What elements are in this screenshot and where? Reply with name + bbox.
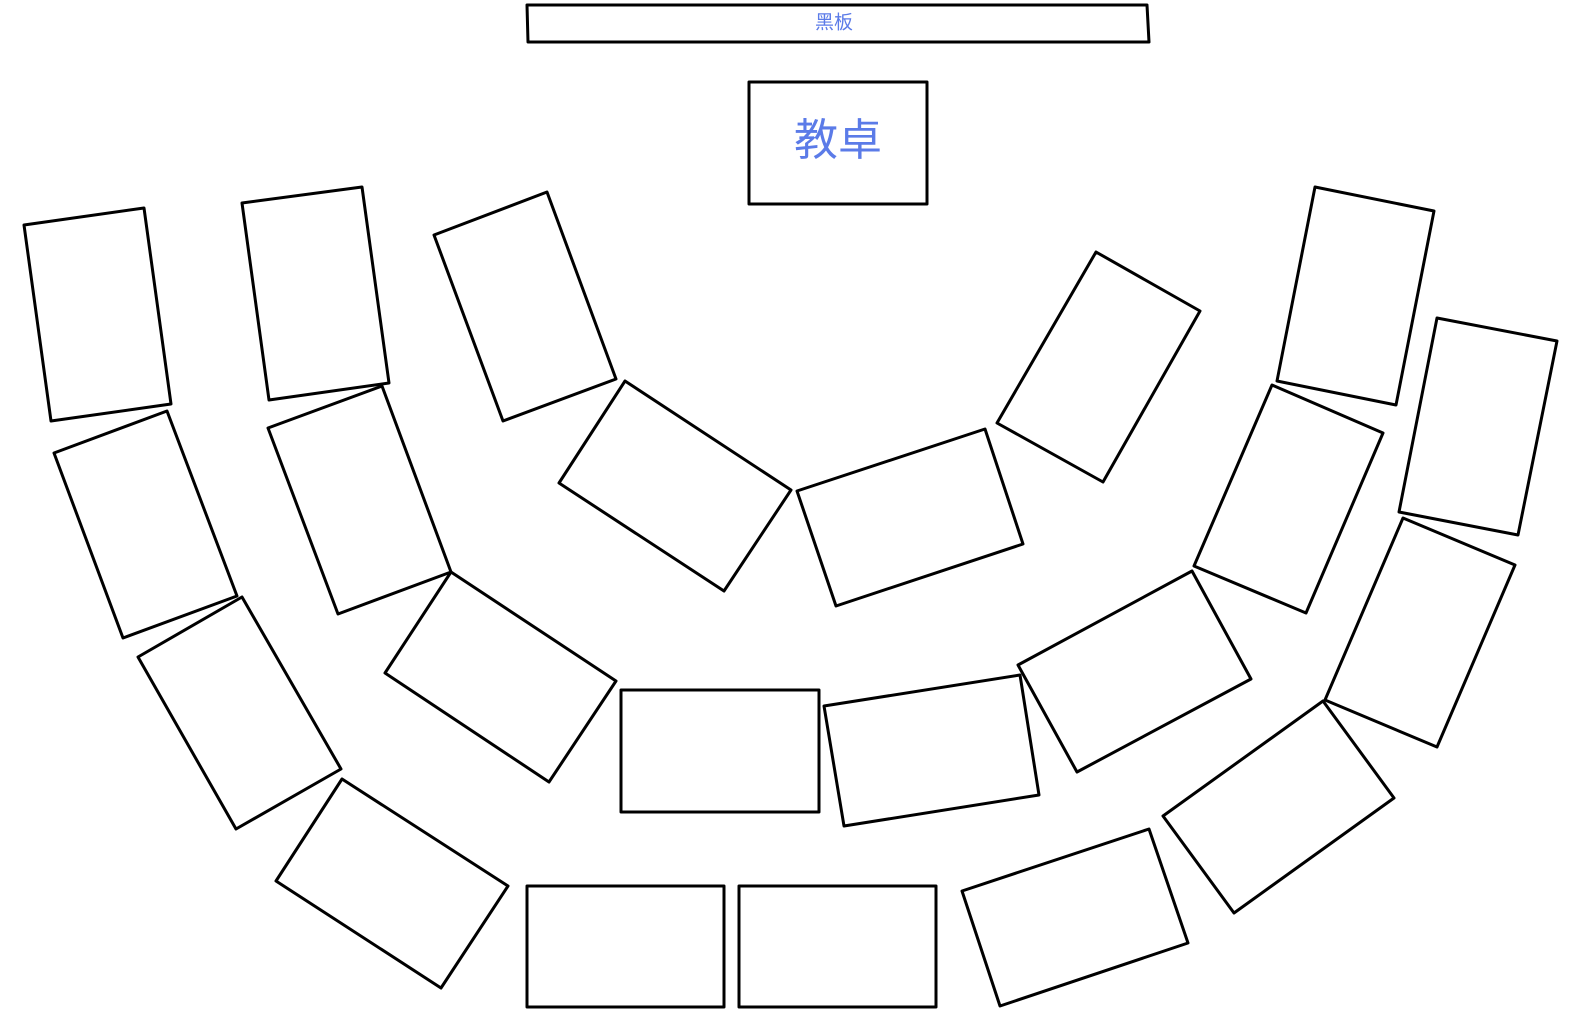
desk xyxy=(795,427,1025,608)
desk xyxy=(1275,185,1436,407)
desk xyxy=(266,384,453,616)
desk xyxy=(136,595,343,831)
desk xyxy=(383,570,618,784)
desk xyxy=(737,884,938,1009)
desk xyxy=(619,688,821,814)
desk xyxy=(1323,516,1517,749)
desk xyxy=(1016,569,1253,774)
desk xyxy=(1397,316,1559,537)
student-desks xyxy=(22,185,1559,1009)
blackboard: 黑板 xyxy=(525,3,1151,44)
podium-label: 教卓 xyxy=(794,115,882,166)
desk xyxy=(1192,383,1385,615)
desk xyxy=(525,884,726,1009)
desk xyxy=(822,673,1041,828)
desk xyxy=(52,409,239,640)
podium-frame xyxy=(747,80,929,206)
blackboard-label: 黑板 xyxy=(815,12,853,34)
blackboard-frame xyxy=(525,3,1151,44)
desk xyxy=(1161,699,1396,915)
desk xyxy=(240,185,391,402)
desk xyxy=(557,379,793,593)
desk xyxy=(274,777,510,990)
podium: 教卓 xyxy=(747,80,929,206)
desk xyxy=(960,827,1190,1008)
desk xyxy=(432,190,618,423)
desk xyxy=(22,206,173,423)
desk xyxy=(995,250,1202,484)
